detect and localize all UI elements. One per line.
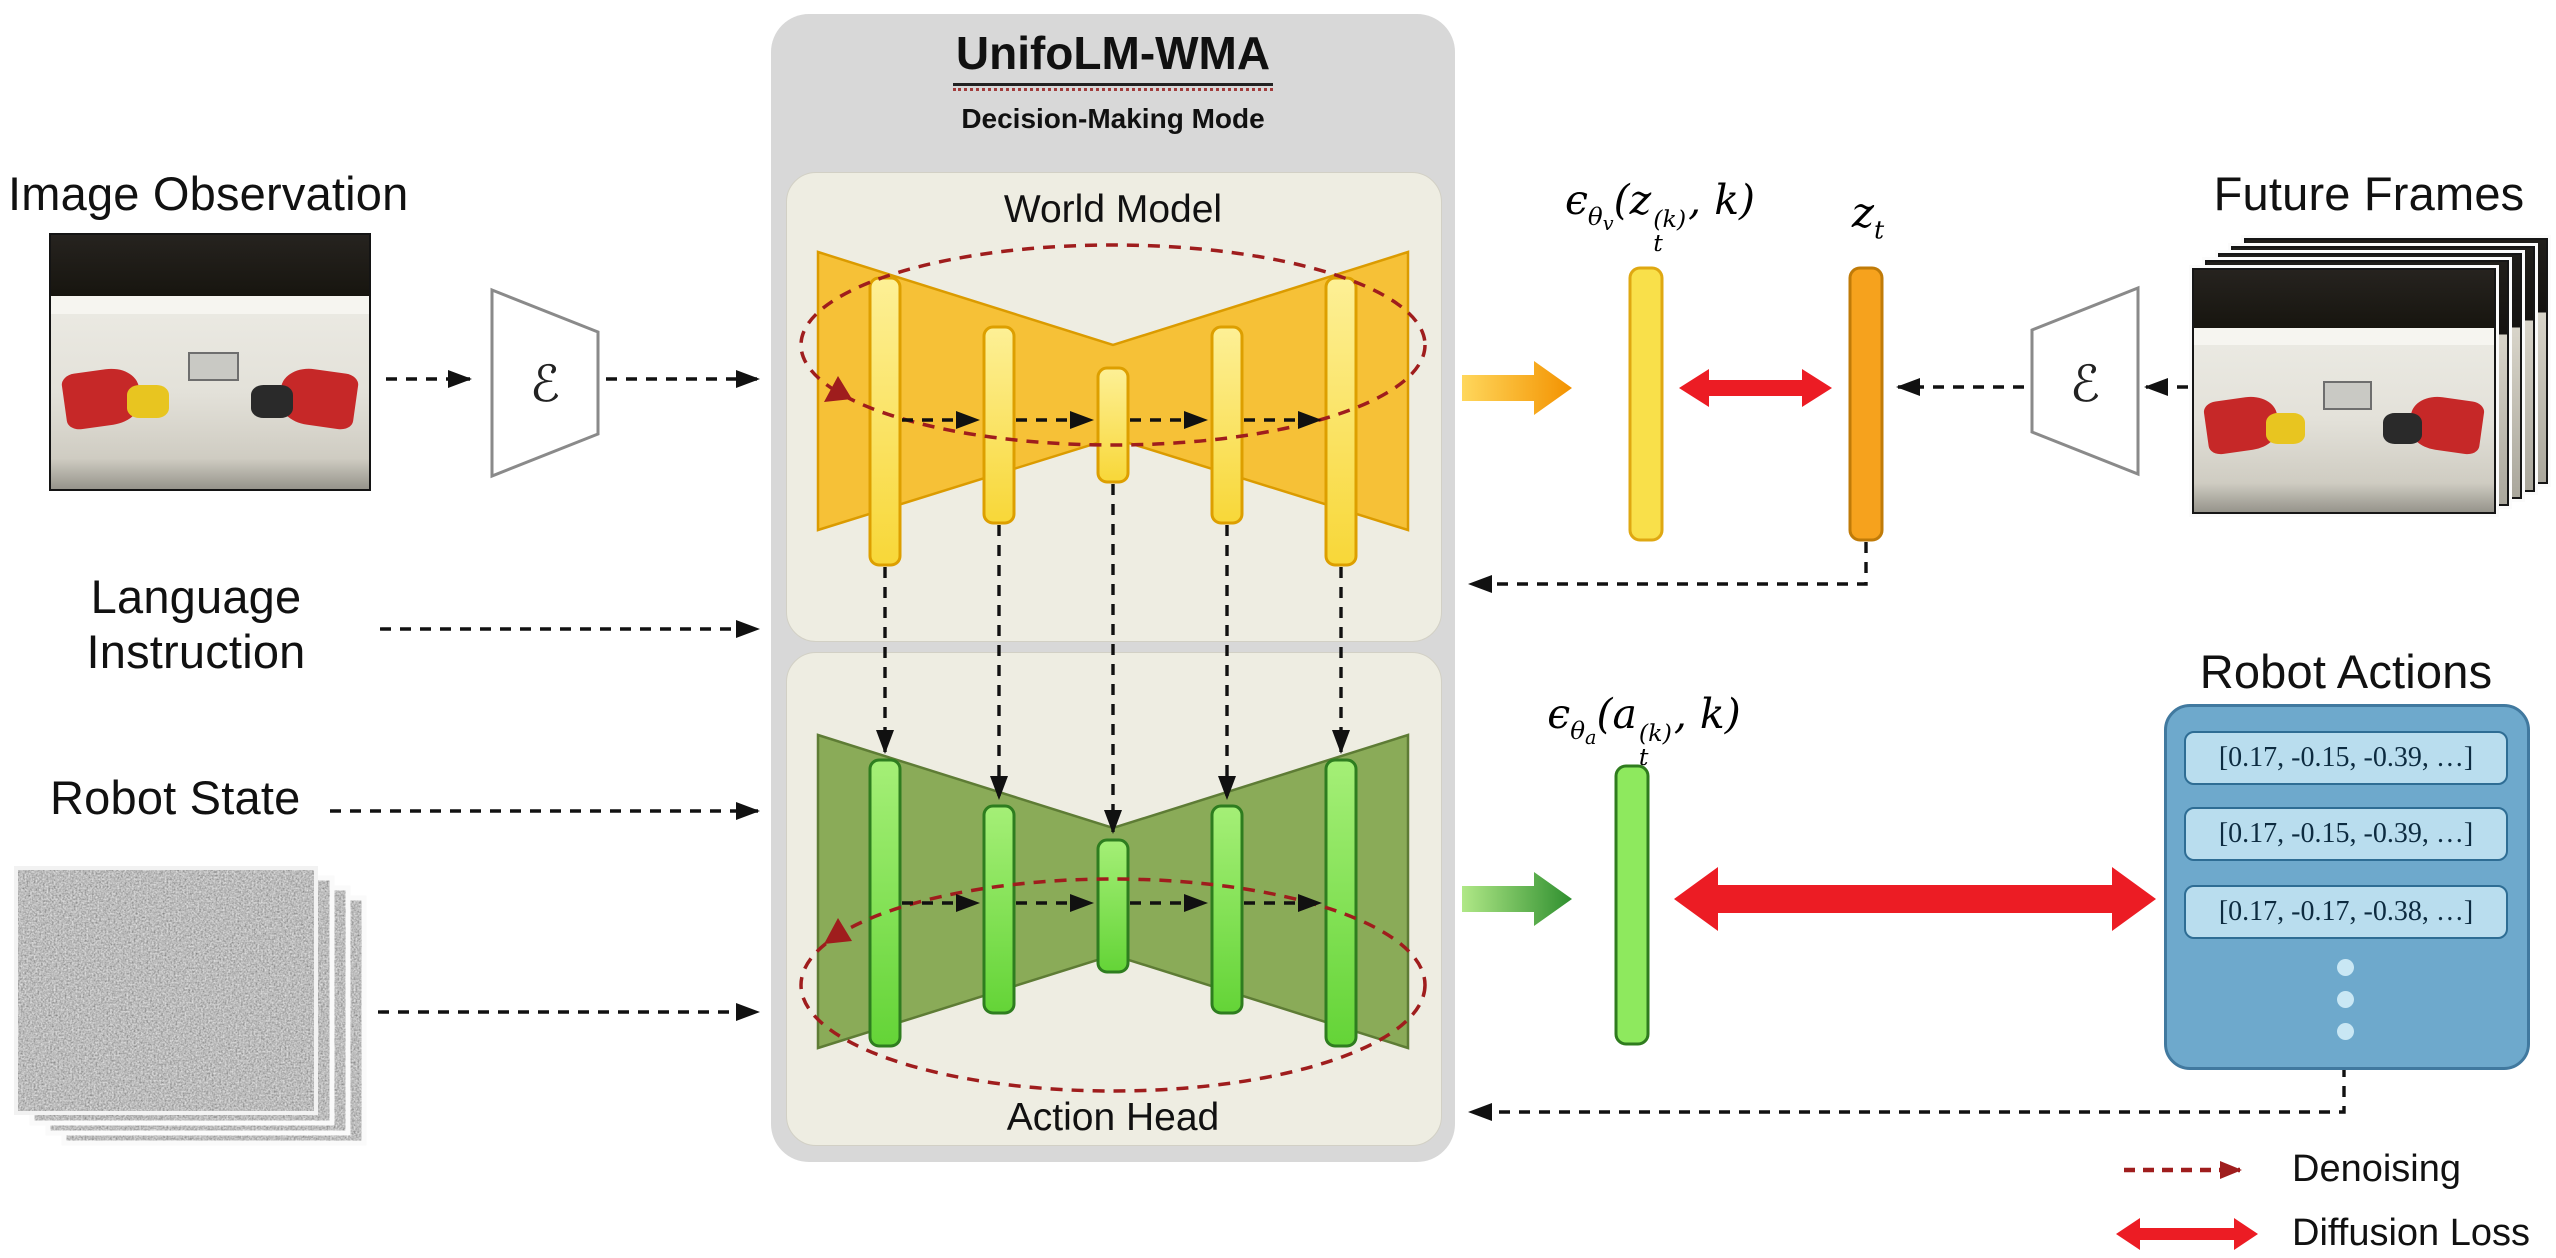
action-noise-formula: ϵθa(a(k)t, k) — [1547, 690, 1741, 771]
robot-actions-label: Robot Actions — [2199, 645, 2493, 698]
predicted-video-noise-bar — [1628, 266, 1664, 542]
figure-title-text: UnifoLM-WMA — [952, 26, 1274, 86]
future-frames-stack — [2192, 238, 2548, 514]
legend-diffusion-loss-label: Diffusion Loss — [2292, 1212, 2530, 1254]
image-observation-photo — [49, 233, 371, 491]
world-output-arrow — [1462, 361, 1572, 415]
video-latent-zt-bar — [1848, 266, 1884, 542]
figure-title: UnifoLM-WMA — [771, 26, 1455, 91]
left-gripper — [2266, 412, 2305, 445]
action-diffusion-loss-arrow — [1674, 867, 2156, 931]
image-encoder-symbol: ℰ — [529, 355, 561, 413]
action-output-arrow — [1462, 872, 1572, 926]
robot-state-noise-stack — [14, 866, 367, 1146]
future-frames-label: Future Frames — [2213, 167, 2525, 220]
world-model-section — [786, 172, 1442, 642]
video-noise-formula: ϵθv(z(k)t, k) — [1564, 176, 1756, 257]
right-gripper — [2383, 412, 2422, 445]
action-vector-row: [0.17, -0.15, -0.39, …] — [2184, 807, 2508, 861]
action-vector-row: [0.17, -0.15, -0.39, …] — [2184, 731, 2508, 785]
language-instruction-label: Language Instruction — [86, 570, 306, 678]
action-head-section — [786, 652, 1442, 1146]
image-observation-label: Image Observation — [8, 167, 409, 220]
table-glare — [51, 295, 369, 314]
ellipsis-dot — [2337, 959, 2354, 976]
action-vector-row: [0.17, -0.17, -0.38, …] — [2184, 885, 2508, 939]
table-object — [2323, 381, 2372, 410]
ellipsis-dot — [2337, 991, 2354, 1008]
robot-actions-box: [0.17, -0.15, -0.39, …] [0.17, -0.15, -0… — [2164, 704, 2530, 1070]
robot-state-label: Robot State — [50, 771, 301, 824]
legend-diffusion-loss-arrow — [2116, 1218, 2258, 1250]
video-latent-label: zt — [1851, 188, 1885, 245]
ellipsis-dot — [2337, 1023, 2354, 1040]
table-glare — [2194, 328, 2494, 346]
predicted-action-noise-bar — [1614, 764, 1650, 1046]
world-model-label: World Model — [1003, 188, 1223, 231]
figure-subtitle: Decision-Making Mode — [961, 103, 1265, 134]
right-gripper — [251, 384, 293, 418]
legend-denoising-label: Denoising — [2292, 1148, 2461, 1190]
table-object — [187, 351, 240, 382]
future-frame-1 — [2192, 268, 2496, 514]
left-gripper — [127, 384, 169, 418]
video-encoder-symbol: ℰ — [2069, 355, 2101, 413]
video-diffusion-loss-arrow — [1679, 369, 1832, 407]
action-head-label: Action Head — [1006, 1096, 1220, 1139]
